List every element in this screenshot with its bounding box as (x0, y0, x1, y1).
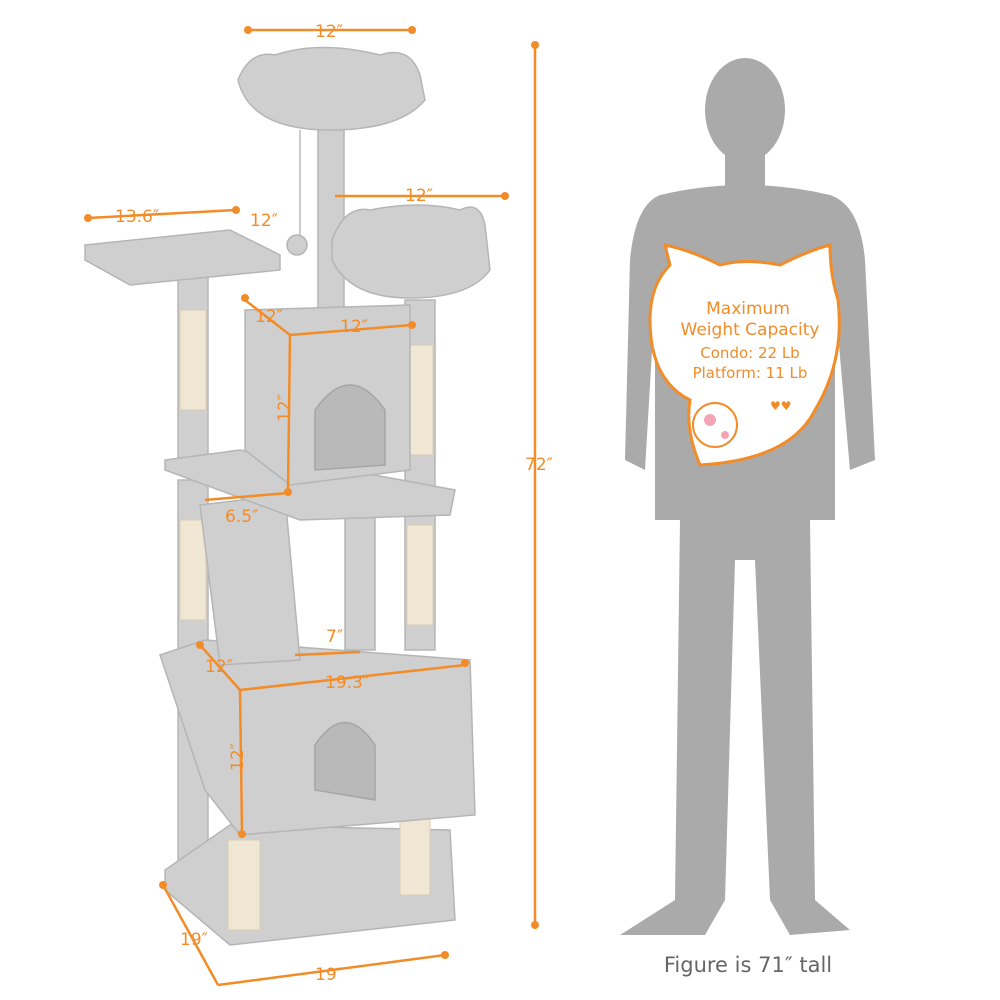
dim-lower-condo-depth: 12″ (205, 657, 233, 677)
dim-upper-condo-depth: 12″ (255, 307, 283, 327)
dim-lower-condo-height: 12″ (228, 743, 248, 771)
dim-ramp-width: 6.5″ (225, 507, 258, 527)
hearts-icon: ♥♥ (770, 399, 792, 413)
dim-top-perch: 12″ (315, 22, 343, 42)
dim-upper-condo-width: 12″ (340, 317, 368, 337)
dim-perch-arm: 12″ (405, 186, 433, 206)
figure-caption: Figure is 71″ tall (664, 953, 832, 977)
cat-tree (84, 46, 491, 946)
dim-lower-condo-width: 19.3″ (325, 673, 369, 693)
dim-upper-condo-height: 12″ (275, 394, 295, 422)
weight-capacity-bubble: Maximum Weight Capacity Condo: 22 Lb Pla… (648, 243, 841, 467)
dim-hole: 7″ (326, 627, 343, 647)
capacity-platform: Platform: 11 Lb (693, 364, 808, 382)
capacity-condo: Condo: 22 Lb (700, 344, 799, 362)
person-silhouette (620, 58, 875, 935)
dim-platform-depth: 12″ (250, 211, 278, 231)
dimension-lines (84, 26, 539, 987)
dim-base-width: 19″ (315, 965, 343, 985)
dim-total-height: 72″ (525, 455, 553, 475)
dim-base-depth: 19″ (180, 930, 208, 950)
dimension-labels: 12″ 12″ 13.6″ 12″ 12″ 12″ 12″ 6.5″ 7″ 12… (115, 22, 553, 985)
capacity-title-2: Weight Capacity (681, 320, 820, 340)
dim-platform-width: 13.6″ (115, 207, 159, 227)
capacity-title-1: Maximum (706, 299, 790, 319)
